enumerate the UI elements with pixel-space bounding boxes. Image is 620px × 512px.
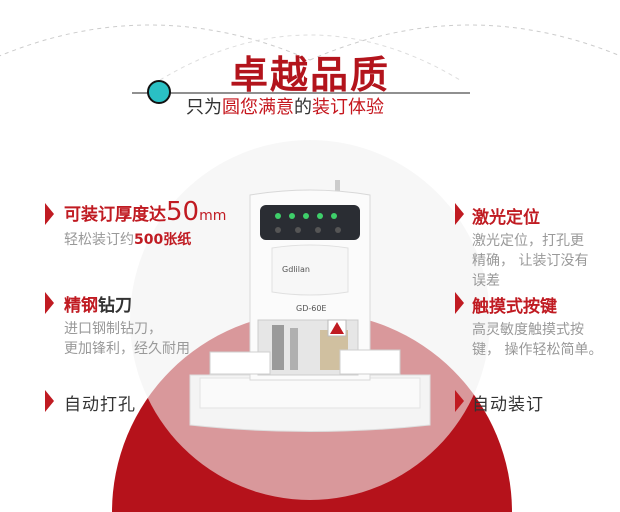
feature-steel-drill: 精钢钻刀 进口钢制钻刀， 更加锋利，经久耐用 xyxy=(64,296,190,357)
feature-marker-icon xyxy=(455,292,464,314)
feature-touch-keys: 触摸式按键 高灵敏度触摸式按 键， 操作轻松简单。 xyxy=(472,297,603,358)
feature-marker-icon xyxy=(455,390,464,412)
binding-machine-illustration xyxy=(189,180,431,432)
feature-marker-icon xyxy=(45,203,54,225)
feature-auto-punch: 自动打孔 xyxy=(64,395,136,415)
feature-laser-positioning: 激光定位 激光定位，打孔更 精确， 让装订没有 误差 xyxy=(472,208,589,289)
product-model-label: GD-60E xyxy=(296,304,327,313)
teal-dot-icon xyxy=(147,80,171,104)
page-title: 卓越品质 xyxy=(229,53,390,97)
feature-marker-icon xyxy=(455,203,464,225)
feature-marker-icon xyxy=(45,390,54,412)
feature-marker-icon xyxy=(45,292,54,314)
product-brand-label: Gdlilan xyxy=(282,265,310,274)
page-subtitle: 只为圆您满意的装订体验 xyxy=(186,97,384,118)
feature-thickness: 可装订厚度达50mm 轻松装订约500张纸 xyxy=(64,197,227,248)
feature-auto-binding: 自动装订 xyxy=(472,395,544,415)
